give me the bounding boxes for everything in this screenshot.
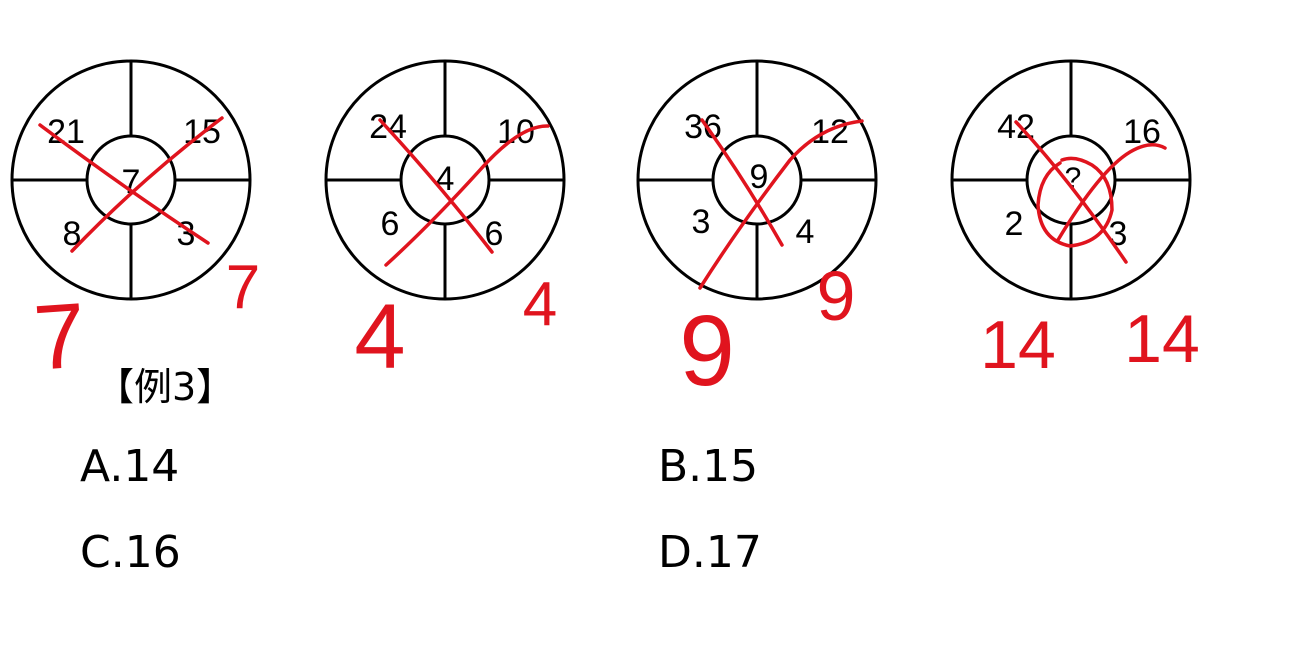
answer-left-4: 14 xyxy=(980,307,1056,383)
answer-right-2: 4 xyxy=(523,270,557,339)
cell-bottom-left: 6 xyxy=(381,205,400,243)
cross-stroke xyxy=(1056,143,1167,242)
cell-bottom-right: 6 xyxy=(485,215,504,253)
cross-stroke xyxy=(700,118,784,247)
cell-top-left: 42 xyxy=(997,108,1035,146)
cell-bottom-right: 3 xyxy=(1109,215,1128,253)
option-b[interactable]: B.15 xyxy=(658,441,759,492)
cross-stroke xyxy=(698,119,864,290)
circle-puzzle-3 xyxy=(636,59,878,301)
cross-stroke xyxy=(378,118,494,254)
answer-right-4: 14 xyxy=(1124,301,1200,377)
circle-puzzle-1 xyxy=(10,59,252,301)
cell-top-right: 12 xyxy=(811,113,849,151)
cell-bottom-right: 4 xyxy=(796,213,815,251)
option-a[interactable]: A.14 xyxy=(80,441,180,492)
center-value: ? xyxy=(1065,162,1082,195)
option-c[interactable]: C.16 xyxy=(80,527,181,578)
answer-left-1: 7 xyxy=(31,284,89,389)
cell-bottom-left: 3 xyxy=(692,203,711,241)
center-value: 9 xyxy=(750,158,769,196)
cell-bottom-left: 2 xyxy=(1005,205,1024,243)
cell-bottom-left: 8 xyxy=(63,215,82,253)
answer-right-1: 7 xyxy=(226,253,260,322)
handwritten-strokes xyxy=(38,116,1167,290)
cross-stroke xyxy=(384,124,550,267)
cross-stroke xyxy=(38,123,210,245)
circled-answer-stroke xyxy=(1036,156,1114,248)
cross-stroke xyxy=(1014,120,1128,264)
handwritten-answers: 7 7 4 4 9 9 14 14 xyxy=(31,253,1200,407)
answer-left-2: 4 xyxy=(354,286,405,388)
cross-stroke xyxy=(70,116,224,253)
example-label: 【例3】 xyxy=(96,365,235,409)
option-d[interactable]: D.17 xyxy=(658,527,762,578)
circle-puzzle-2 xyxy=(324,59,566,301)
answer-left-3: 9 xyxy=(679,295,735,407)
answer-right-3: 9 xyxy=(817,257,856,335)
circle-puzzle-4 xyxy=(950,59,1192,301)
